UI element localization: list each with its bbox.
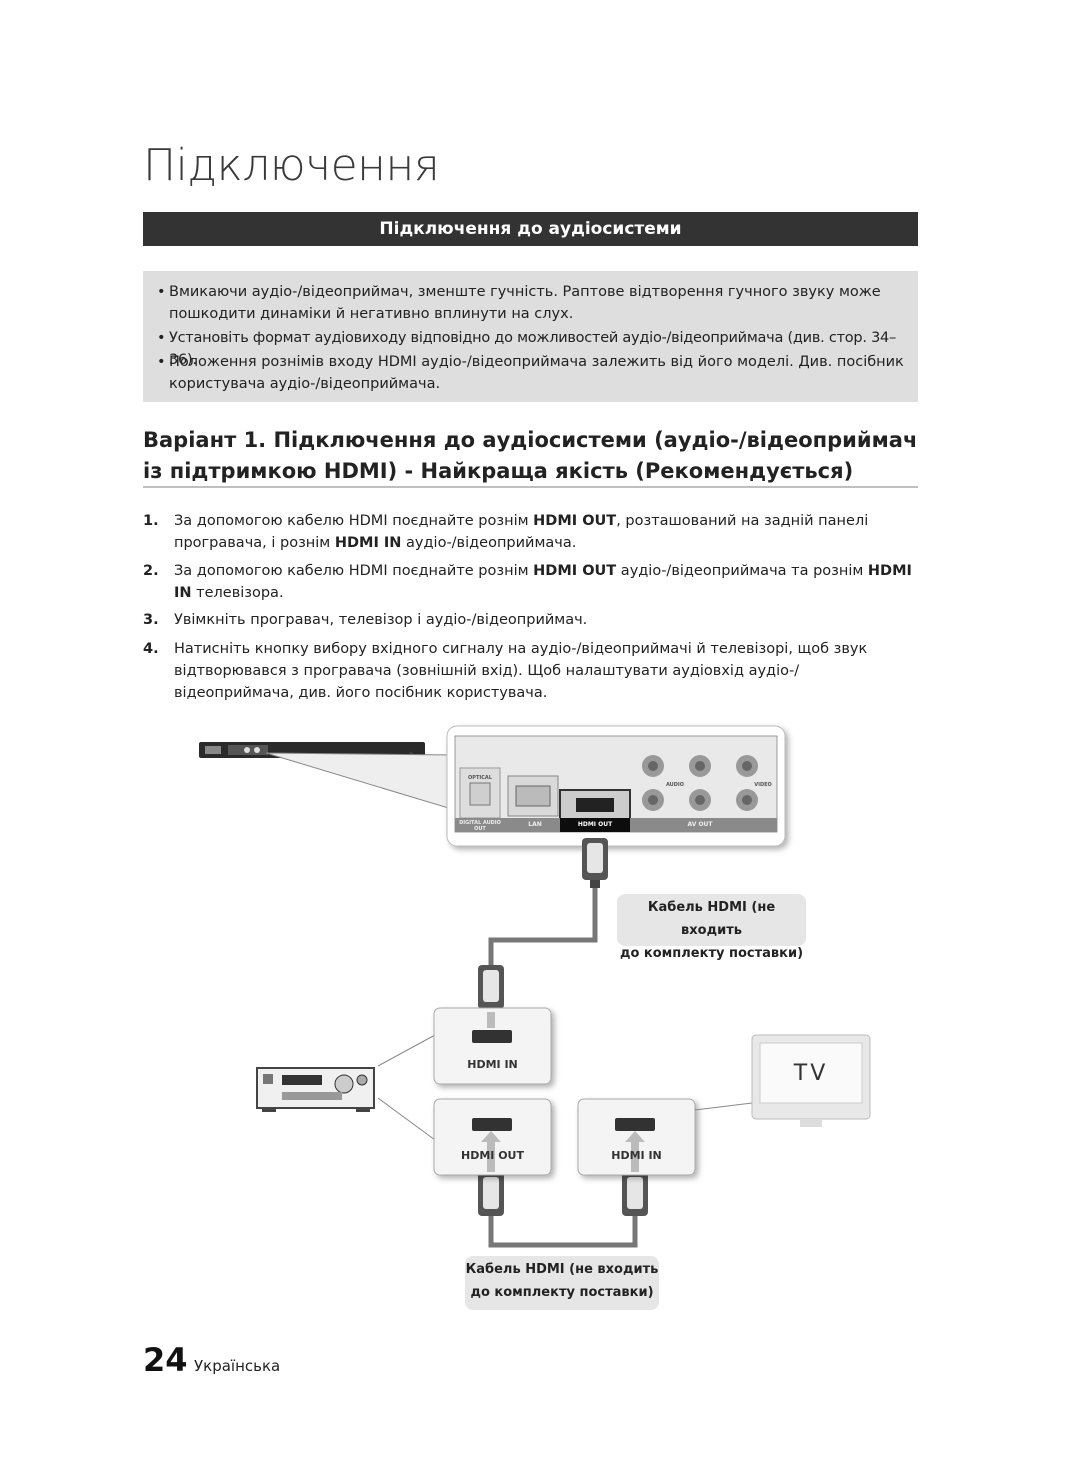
step-text: За допомогою кабелю HDMI поєднайте розні… [174, 513, 869, 551]
tv-hdmi-in-panel [577, 1098, 696, 1176]
receiver-hdmi-in-label: HDMI IN [467, 1058, 518, 1071]
step-number: 1. [143, 513, 159, 529]
rear-panel-zoom [446, 725, 786, 847]
tv-illustration [751, 1034, 871, 1127]
step-item: 2. За допомогою кабелю HDMI поєднайте ро… [143, 560, 918, 604]
note-item: • Установіть формат аудіовиходу відповід… [157, 327, 909, 371]
step-text: Натисніть кнопку вибору вхідного сигналу… [174, 641, 868, 701]
hdmi-plug-tv-in [622, 1172, 648, 1216]
step-item: 4. Натисніть кнопку вибору вхідного сигн… [143, 638, 918, 704]
digital-audio-out-label: DIGITAL AUDIO OUT [459, 820, 501, 832]
note-text: Вмикаючи аудіо-/відеоприймач, зменште гу… [169, 284, 881, 322]
cable-label-top: Кабель HDMI (не входить до комплекту пос… [617, 894, 806, 961]
section-heading-bar: Підключення до аудіосистеми [143, 212, 918, 246]
receiver-hdmi-out-panel [433, 1098, 552, 1176]
optical-label: OPTICAL [468, 775, 492, 781]
hdmi-out-panel-label: HDMI OUT [577, 821, 613, 828]
step-number: 3. [143, 612, 159, 628]
step-number: 4. [143, 641, 159, 657]
video-label: VIDEO [754, 782, 772, 788]
cable-label-bottom: Кабель HDMI (не входить до комплекту пос… [465, 1256, 659, 1310]
note-text: Положення рознімів входу HDMI аудіо-/від… [169, 354, 904, 392]
receiver-hdmi-out-label: HDMI OUT [461, 1149, 524, 1162]
page-number: 24 [143, 1341, 188, 1379]
step-item: 3. Увімкніть програвач, телевізор і ауді… [143, 609, 918, 631]
av-receiver-illustration [256, 1067, 375, 1112]
note-item: • Положення рознімів входу HDMI аудіо-/в… [157, 351, 909, 395]
lan-label: LAN [528, 821, 542, 828]
hdmi-plug-receiver-out [478, 1172, 504, 1216]
notes-box: • Вмикаючи аудіо-/відеоприймач, зменште … [143, 271, 918, 402]
step-text: За допомогою кабелю HDMI поєднайте розні… [174, 563, 912, 601]
step-text: Увімкніть програвач, телевізор і аудіо-/… [174, 612, 588, 628]
heading-divider [143, 486, 918, 488]
hdmi-plug-top [582, 838, 608, 888]
bullet: • [157, 354, 166, 370]
tv-text: TV [793, 1061, 829, 1086]
audio-label: AUDIO [665, 782, 685, 788]
bullet: • [157, 330, 166, 346]
step-number: 2. [143, 563, 159, 579]
note-text: Установіть формат аудіовиходу відповідно… [169, 330, 897, 368]
bullet: • [157, 284, 166, 300]
page-title: Підключення [143, 140, 440, 191]
note-item: • Вмикаючи аудіо-/відеоприймач, зменште … [157, 281, 909, 325]
step-item: 1. За допомогою кабелю HDMI поєднайте ро… [143, 510, 918, 554]
footer-language: Українська [194, 1357, 281, 1375]
option-heading: Варіант 1. Підключення до аудіосистеми (… [143, 428, 918, 483]
receiver-hdmi-in-panel [433, 1007, 552, 1085]
av-out-label: AV OUT [687, 821, 713, 828]
hdmi-cable [488, 880, 638, 1248]
tv-hdmi-in-label: HDMI IN [611, 1149, 662, 1162]
hdmi-plug-receiver-in [478, 965, 504, 1009]
